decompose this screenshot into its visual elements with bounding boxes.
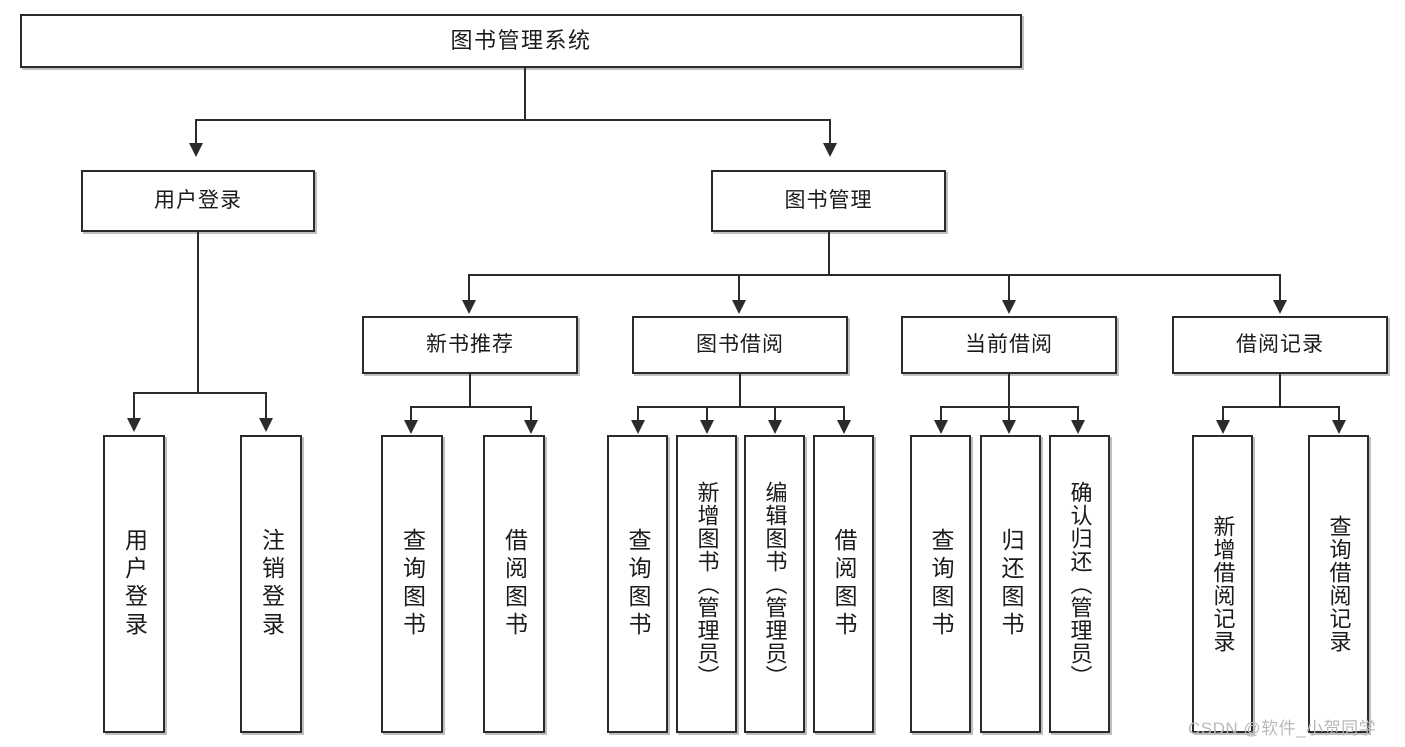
arrow-cb-to-1 xyxy=(934,420,948,434)
arrow-bm-to-book-borrow xyxy=(732,300,746,314)
node-label: 图书管理 xyxy=(784,189,873,213)
node-label: 确认归还（管理员） xyxy=(1067,480,1093,688)
node-label: 用户登录 xyxy=(121,528,148,640)
connector-cb-to-3 xyxy=(1077,406,1079,421)
node-label: 用户登录 xyxy=(154,189,242,213)
node-label: 图书借阅 xyxy=(696,333,784,357)
connector-bb-to-4 xyxy=(843,406,845,421)
connector-cb-to-1 xyxy=(940,406,942,421)
node-label: 借阅图书 xyxy=(501,528,528,640)
arrow-bb-to-3 xyxy=(768,420,782,434)
leaf-nbr-query-book[interactable]: 查询图书 xyxy=(381,435,443,733)
node-user-login[interactable]: 用户登录 xyxy=(81,170,315,232)
arrow-br-to-2 xyxy=(1332,420,1346,434)
leaf-cb-query-book[interactable]: 查询图书 xyxy=(910,435,971,733)
node-root-system[interactable]: 图书管理系统 xyxy=(20,14,1022,68)
arrow-bm-to-current-borrow xyxy=(1002,300,1016,314)
node-label: 图书管理系统 xyxy=(450,27,592,53)
node-label: 新增借阅记录 xyxy=(1210,515,1236,653)
arrow-root-to-user-login xyxy=(189,143,203,157)
connector-br-to-2 xyxy=(1338,406,1340,421)
leaf-cb-confirm-return-admin[interactable]: 确认归还（管理员） xyxy=(1049,435,1110,733)
connector-bm-to-current-borrow xyxy=(1008,274,1010,301)
node-label: 注销登录 xyxy=(258,528,285,640)
node-label: 查询图书 xyxy=(399,528,426,640)
connector-book-manage-bus xyxy=(468,274,1281,276)
node-borrow-record[interactable]: 借阅记录 xyxy=(1172,316,1388,374)
connector-bm-to-borrow-record xyxy=(1279,274,1281,301)
arrow-nbr-to-1 xyxy=(404,420,418,434)
node-label: 查询借阅记录 xyxy=(1326,515,1352,653)
leaf-bb-borrow-book[interactable]: 借阅图书 xyxy=(813,435,874,733)
connector-user-login-stem xyxy=(197,232,199,393)
arrow-bb-to-2 xyxy=(700,420,714,434)
connector-root-to-book-manage xyxy=(829,119,831,145)
arrow-bb-to-1 xyxy=(631,420,645,434)
node-label: 借阅记录 xyxy=(1236,333,1324,357)
connector-br-bus xyxy=(1222,406,1340,408)
arrow-cb-to-2 xyxy=(1002,420,1016,434)
node-label: 查询图书 xyxy=(928,528,954,640)
node-current-borrow[interactable]: 当前借阅 xyxy=(901,316,1117,374)
leaf-logout[interactable]: 注销登录 xyxy=(240,435,302,733)
arrow-bb-to-4 xyxy=(837,420,851,434)
connector-bb-to-3 xyxy=(774,406,776,421)
connector-root-bus xyxy=(195,119,831,121)
connector-user-login-bus xyxy=(133,392,267,394)
arrow-user-login-to-login xyxy=(127,418,141,432)
connector-user-login-to-login xyxy=(133,392,135,419)
leaf-user-login[interactable]: 用户登录 xyxy=(103,435,165,733)
arrow-root-to-book-manage xyxy=(823,143,837,157)
leaf-bb-query-book[interactable]: 查询图书 xyxy=(607,435,668,733)
connector-br-stem xyxy=(1279,374,1281,407)
arrow-bm-to-borrow-record xyxy=(1273,300,1287,314)
node-new-book-recommend[interactable]: 新书推荐 xyxy=(362,316,578,374)
node-label: 编辑图书（管理员） xyxy=(762,480,788,688)
connector-cb-stem xyxy=(1008,374,1010,407)
leaf-br-add-record[interactable]: 新增借阅记录 xyxy=(1192,435,1253,733)
connector-bb-stem xyxy=(739,374,741,407)
connector-root-to-user-login xyxy=(195,119,197,145)
connector-bb-to-1 xyxy=(637,406,639,421)
node-book-management[interactable]: 图书管理 xyxy=(711,170,946,232)
node-label: 查询图书 xyxy=(625,528,651,640)
leaf-nbr-borrow-book[interactable]: 借阅图书 xyxy=(483,435,545,733)
arrow-br-to-1 xyxy=(1216,420,1230,434)
arrow-cb-to-3 xyxy=(1071,420,1085,434)
connector-nbr-stem xyxy=(469,374,471,407)
connector-nbr-to-1 xyxy=(410,406,412,421)
leaf-br-query-record[interactable]: 查询借阅记录 xyxy=(1308,435,1369,733)
node-label: 当前借阅 xyxy=(965,333,1053,357)
node-label: 归还图书 xyxy=(998,528,1024,640)
leaf-bb-edit-book-admin[interactable]: 编辑图书（管理员） xyxy=(744,435,805,733)
connector-cb-to-2 xyxy=(1008,406,1010,421)
connector-nbr-bus xyxy=(410,406,532,408)
connector-book-manage-stem xyxy=(828,232,830,275)
arrow-nbr-to-2 xyxy=(524,420,538,434)
connector-root-stem xyxy=(524,68,526,120)
node-book-borrow[interactable]: 图书借阅 xyxy=(632,316,848,374)
connector-bm-to-new-book xyxy=(468,274,470,301)
connector-br-to-1 xyxy=(1222,406,1224,421)
connector-bm-to-book-borrow xyxy=(738,274,740,301)
connector-bb-bus xyxy=(637,406,844,408)
leaf-cb-return-book[interactable]: 归还图书 xyxy=(980,435,1041,733)
leaf-bb-add-book-admin[interactable]: 新增图书（管理员） xyxy=(676,435,737,733)
connector-user-login-to-logout xyxy=(265,392,267,419)
node-label: 新书推荐 xyxy=(426,333,514,357)
arrow-user-login-to-logout xyxy=(259,418,273,432)
arrow-bm-to-new-book xyxy=(462,300,476,314)
connector-nbr-to-2 xyxy=(530,406,532,421)
node-label: 新增图书（管理员） xyxy=(694,480,720,688)
node-label: 借阅图书 xyxy=(831,528,857,640)
connector-bb-to-2 xyxy=(706,406,708,421)
